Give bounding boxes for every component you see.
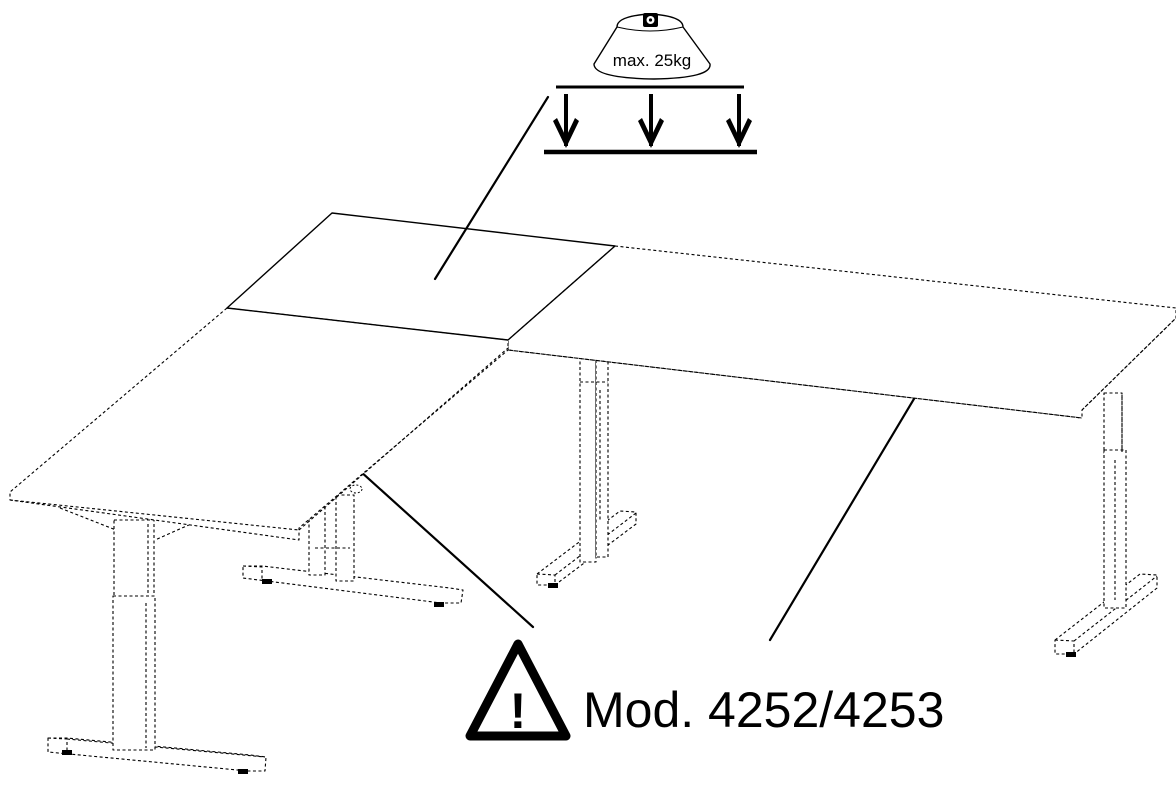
right-tabletop (507, 245, 1176, 419)
corner-panel (226, 212, 616, 341)
model-label: Mod. 4252/4253 (583, 682, 944, 738)
right-leg (1054, 392, 1158, 657)
warning-group: ! Mod. 4252/4253 (465, 639, 944, 741)
down-arrow-icon (638, 94, 664, 148)
middle-leg (536, 356, 637, 588)
load-symbol: max. 25kg (544, 13, 757, 155)
warning-exclamation: ! (510, 683, 527, 739)
weight-icon (593, 13, 711, 80)
warning-triangle-icon (465, 639, 571, 741)
left-tabletop (9, 307, 509, 541)
down-arrow-icon (553, 94, 579, 148)
front-leg (47, 507, 267, 774)
down-arrow-icon (726, 94, 752, 148)
weight-label: max. 25kg (613, 51, 691, 70)
